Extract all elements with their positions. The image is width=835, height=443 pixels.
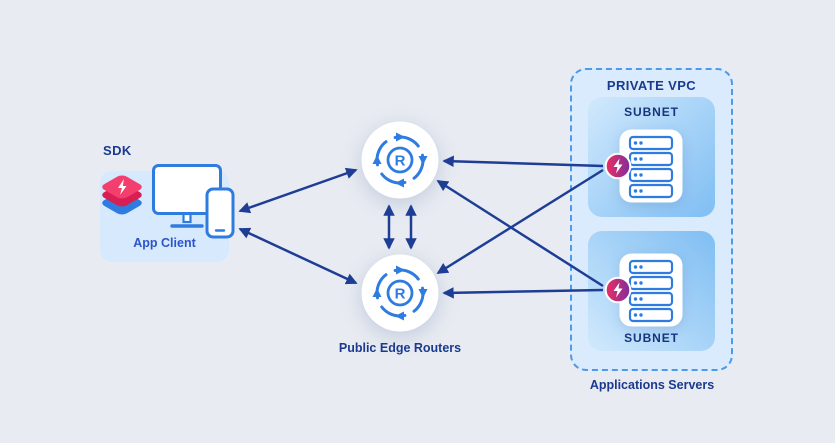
application-server-top-icon [619,129,683,203]
application-server-bottom-icon [619,253,683,327]
server-lightning-badge-top [604,152,632,180]
public-edge-routers-label: Public Edge Routers [338,341,462,355]
edge-router-bottom-node: R [361,254,439,332]
subnet-top-label: SUBNET [624,105,679,119]
monitor-icon [152,164,222,228]
sdk-layers-icon [102,175,142,215]
arrow-client-router-bottom [238,227,358,285]
arrow-client-router-top [238,167,358,214]
router-icon: R [372,132,428,188]
edge-router-top-node: R [361,121,439,199]
private-vpc-title: PRIVATE VPC [606,78,697,93]
lightning-bolt-icon [613,158,623,174]
sdk-label: SDK [103,143,132,158]
router-icon: R [372,265,428,321]
app-client-label: App Client [133,236,196,250]
subnet-bottom-label: SUBNET [624,331,679,345]
phone-icon [205,187,235,239]
sdk-layer-top [102,175,142,199]
applications-servers-label: Applications Servers [589,378,715,392]
router-icon-letter: R [395,153,406,170]
server-lightning-badge-bottom [604,276,632,304]
lightning-bolt-icon [118,179,127,195]
router-icon-letter: R [395,286,406,303]
lightning-bolt-icon [613,282,623,298]
